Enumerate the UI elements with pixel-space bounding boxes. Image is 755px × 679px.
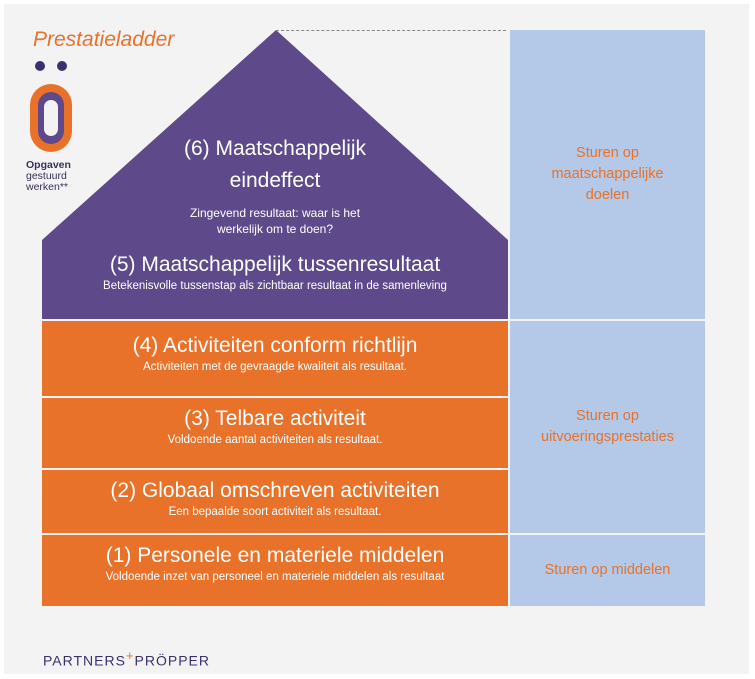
steering-goals-line-1: Sturen op	[576, 145, 639, 161]
level3-subtitle: Voldoende aantal activiteiten als result…	[167, 434, 383, 446]
level2-band: (2) Globaal omschreven activiteiten Een …	[42, 470, 508, 533]
footer-brand-b: PRÖPPER	[134, 652, 211, 669]
level1-band: (1) Personele en materiele middelen Vold…	[42, 535, 508, 606]
level6-title-line-2: eindeffect	[229, 169, 321, 192]
level6-subtitle-line-1: Zingevend resultaat: waar is het	[189, 206, 361, 220]
steering-goals-cell: Sturen op maatschappelijke doelen	[510, 30, 705, 319]
diagram-title: Prestatieladder	[33, 28, 175, 51]
level4-band: (4) Activiteiten conform richtlijn Activ…	[42, 321, 508, 396]
steering-performance-cell: Sturen op uitvoeringsprestaties	[510, 321, 705, 533]
level5-band: (5) Maatschappelijk tussenresultaat Bete…	[42, 240, 508, 319]
logo-line-3: werken**	[26, 181, 69, 193]
steering-goals-line-3: doelen	[585, 187, 630, 203]
level6-title-line-1: (6) Maatschappelijk	[183, 137, 367, 160]
footer-brand: PARTNERS+PRÖPPER	[43, 648, 210, 669]
level4-title: (4) Activiteiten conform richtlijn	[132, 334, 418, 357]
level5-subtitle: Betekenisvolle tussenstap als zichtbaar …	[103, 280, 447, 292]
steering-means-label: Sturen op middelen	[544, 562, 671, 578]
steering-performance-line-2: uitvoeringsprestaties	[541, 429, 674, 445]
level2-title: (2) Globaal omschreven activiteiten	[110, 479, 440, 502]
logo-line-1: Opgaven	[26, 159, 71, 171]
level3-title: (3) Telbare activiteit	[184, 407, 366, 430]
level6-subtitle: Zingevend resultaat: waar is het werkeli…	[160, 205, 390, 237]
logo-text: Opgaven gestuurd werken**	[26, 160, 96, 193]
logo-o-umlaut-icon	[26, 58, 86, 178]
steering-performance-line-1: Sturen op	[576, 408, 639, 424]
level6-roof-shape	[42, 30, 508, 240]
level4-subtitle: Activiteiten met de gevraagde kwaliteit …	[143, 361, 407, 373]
roof-dashed-line	[276, 30, 506, 31]
level1-title: (1) Personele en materiele middelen	[105, 544, 445, 567]
steering-goals-line-2: maatschappelijke	[551, 166, 664, 182]
level6-subtitle-line-2: werkelijk om te doen?	[216, 222, 334, 236]
steering-means-cell: Sturen op middelen	[510, 535, 705, 606]
level6-title: (6) Maatschappelijk eindeffect	[130, 133, 420, 197]
level3-band: (3) Telbare activiteit Voldoende aantal …	[42, 398, 508, 468]
level5-title: (5) Maatschappelijk tussenresultaat	[109, 253, 441, 276]
logo-line-2: gestuurd	[26, 170, 67, 182]
footer-plus: +	[125, 648, 135, 663]
footer-brand-a: PARTNERS	[43, 652, 126, 669]
level1-subtitle: Voldoende inzet van personeel en materie…	[105, 571, 445, 583]
level2-subtitle: Een bepaalde soort activiteit als result…	[168, 506, 382, 518]
